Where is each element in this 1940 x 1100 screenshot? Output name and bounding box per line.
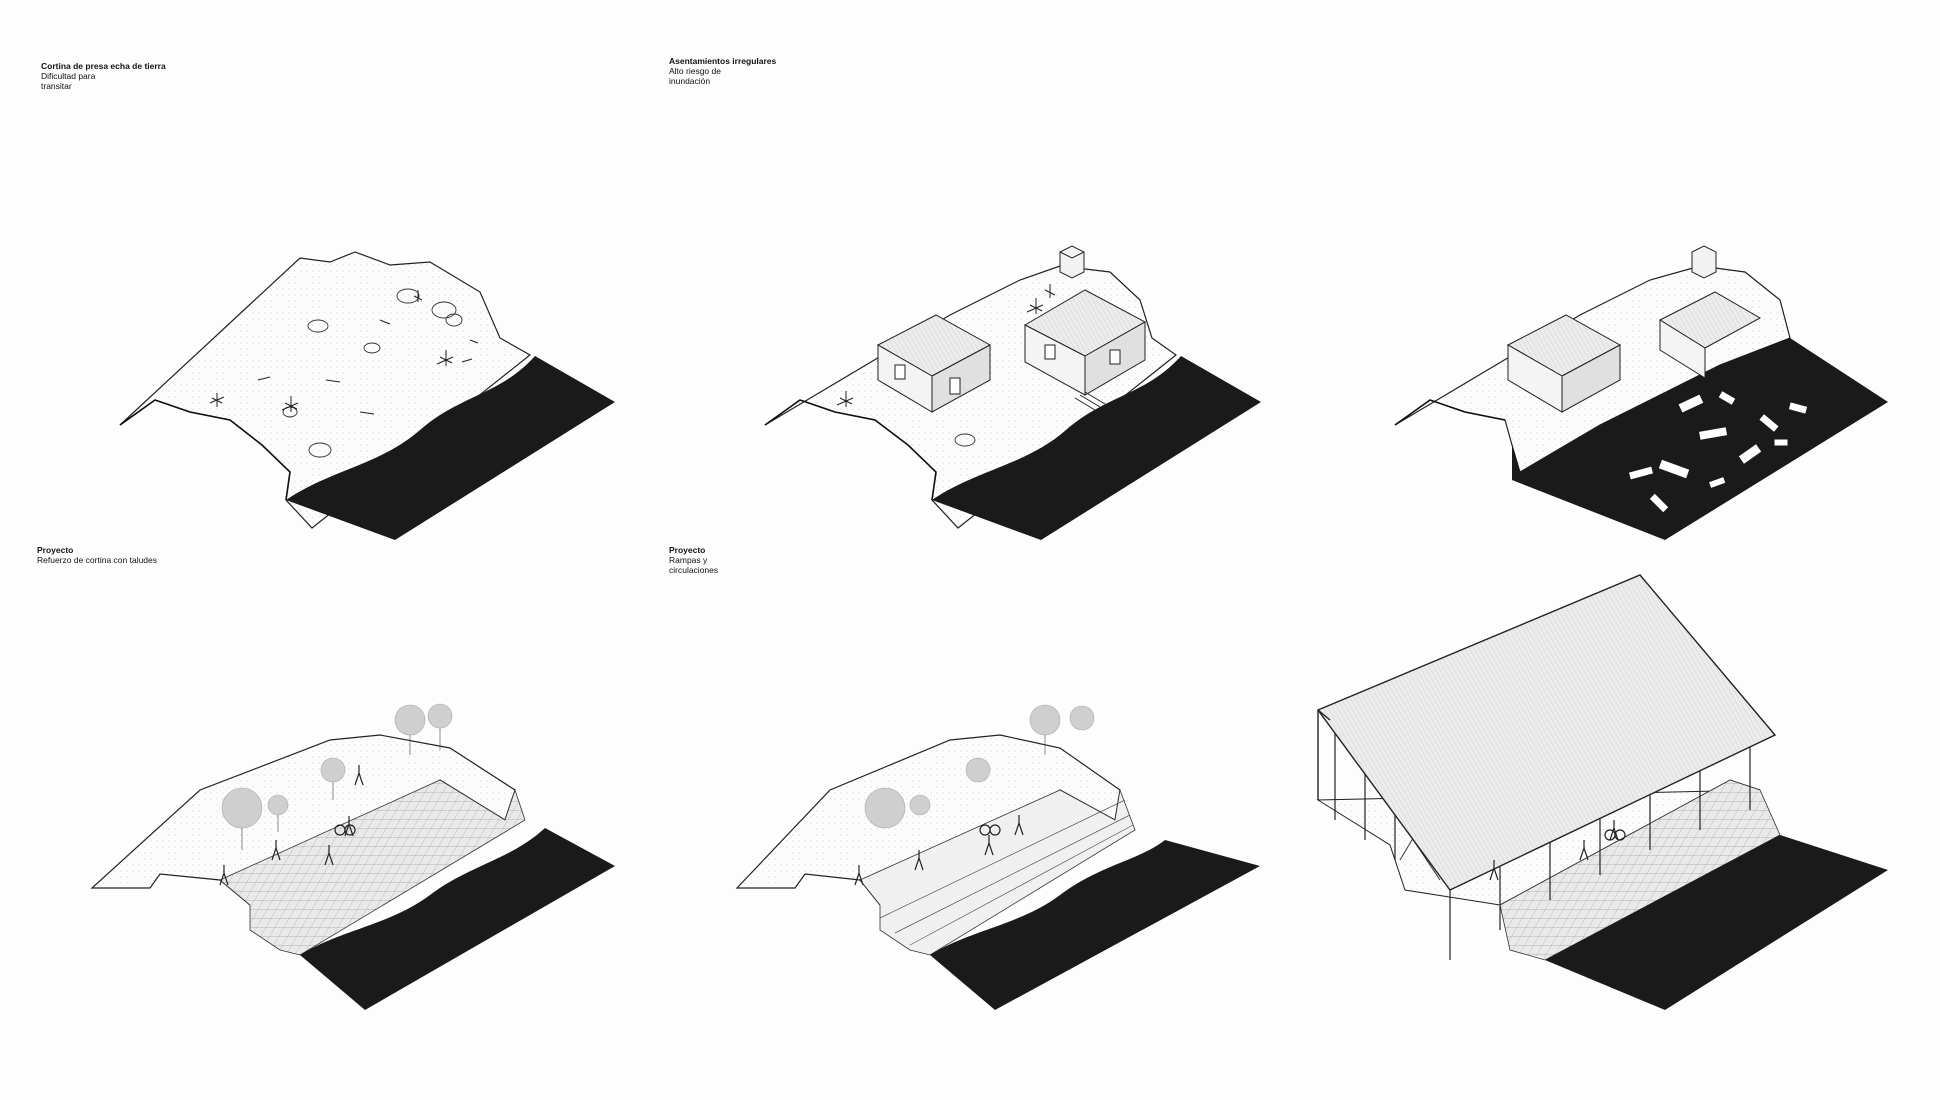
panel-subtitle: Alto riesgo de inundación (669, 66, 721, 86)
caption-panel-2: Asentamientos irregulares Alto riesgo de… (669, 56, 776, 86)
shrubs (836, 284, 1056, 407)
panel-4-reinforcement (90, 703, 615, 1010)
boulders (282, 288, 463, 458)
floating-debris (1628, 391, 1808, 513)
shack-1 (876, 314, 992, 413)
water-body (932, 356, 1261, 540)
water-tank (1691, 245, 1717, 279)
panel-6-canopy (1316, 574, 1888, 1010)
panel-title: Cortina de presa echa de tierra (41, 61, 166, 71)
water-body (1545, 835, 1888, 1010)
water-body (300, 828, 615, 1010)
people (854, 815, 1024, 886)
panel-3-flooding (1394, 245, 1888, 540)
panel-subtitle: Rampas y circulaciones (669, 555, 719, 575)
panel-5-ramps (735, 704, 1260, 1010)
canopy-roof (1316, 574, 1777, 891)
ramps-slope (859, 788, 1136, 956)
ramp-lines (879, 799, 1134, 946)
water-body (930, 840, 1260, 1010)
panel-title: Asentamientos irregulares (669, 56, 777, 66)
trees (864, 704, 1095, 829)
shack-2 (1023, 289, 1147, 411)
people (1489, 820, 1626, 881)
trees (221, 703, 453, 850)
water-tank (1059, 245, 1085, 279)
shack-2-collapsed (1658, 291, 1762, 379)
caption-panel-1: Cortina de presa echa de tierra Dificult… (41, 61, 166, 91)
panel-title: Proyecto (37, 545, 74, 555)
people (219, 765, 364, 886)
shack-1 (1506, 314, 1622, 413)
panel-subtitle: Refuerzo de cortina con taludes (37, 555, 158, 565)
shrubs (209, 290, 479, 415)
panel-subtitle: Dificultad para transitar (41, 71, 96, 91)
panel-1-dam (119, 251, 615, 540)
panel-2-settlements (764, 245, 1261, 540)
panel-title: Proyecto (669, 545, 706, 555)
flood-water (1512, 338, 1888, 540)
water-body (286, 356, 615, 540)
caption-panel-4: Proyecto Refuerzo de cortina con taludes (37, 545, 157, 565)
stepped-slope (219, 779, 526, 956)
caption-panel-5: Proyecto Rampas y circulaciones (669, 545, 718, 575)
